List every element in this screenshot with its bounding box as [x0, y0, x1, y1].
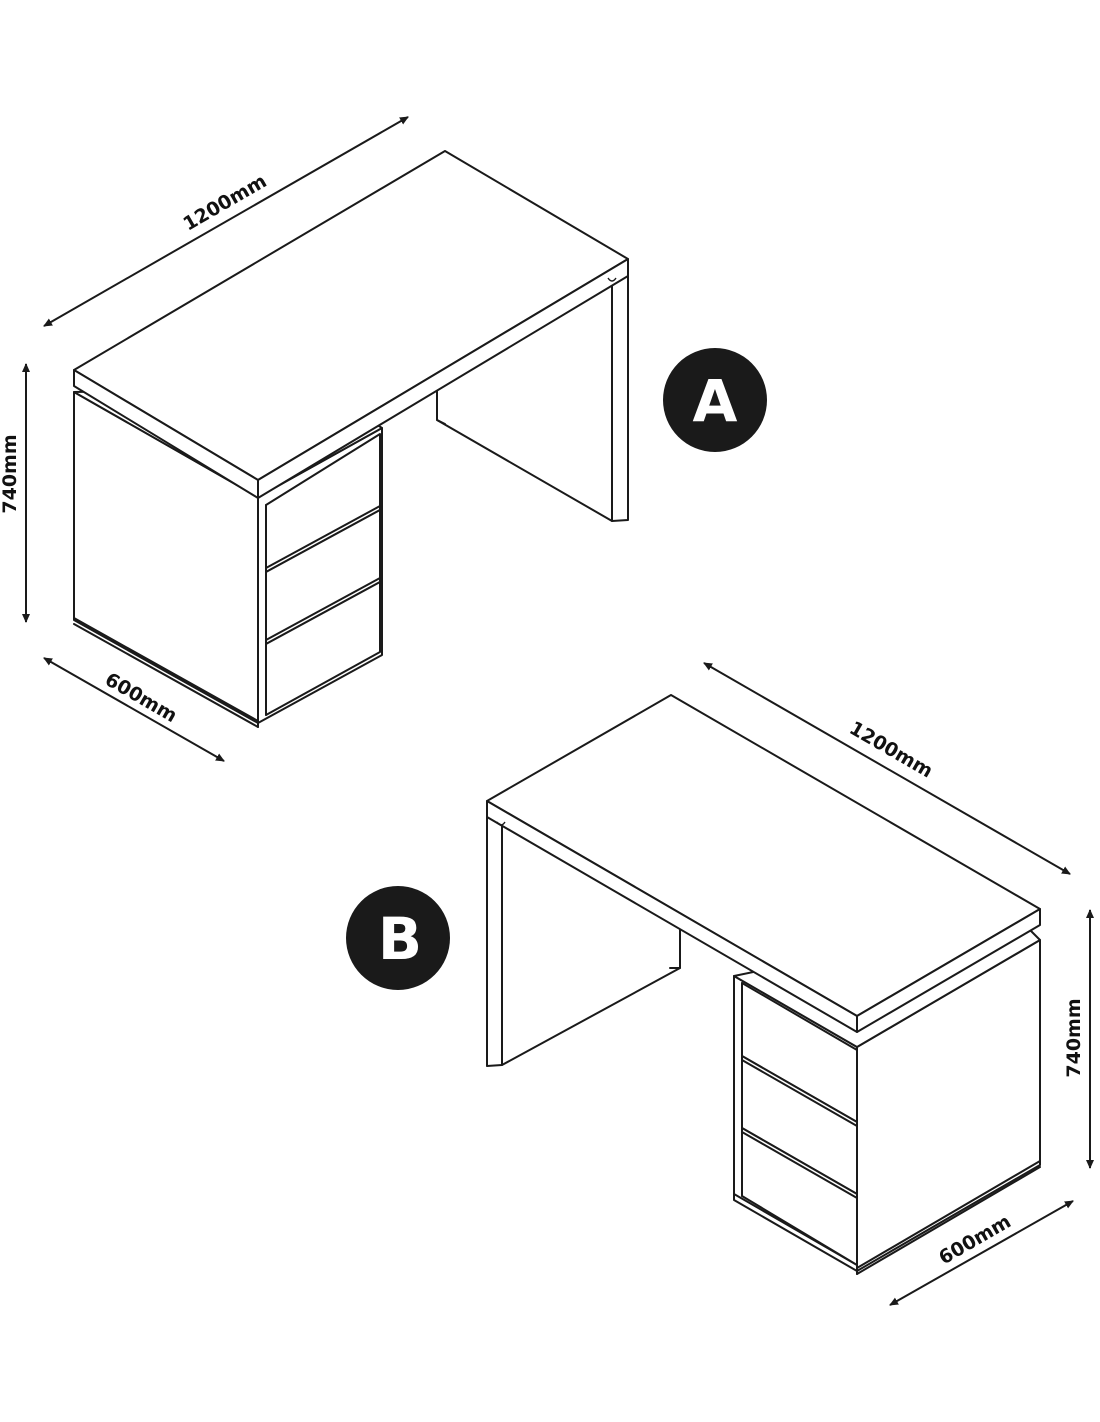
- desk-b-drawers: [741, 982, 858, 1266]
- badge-b-label: B: [378, 905, 422, 973]
- badge-a-label: A: [693, 367, 738, 435]
- desk-b: [486, 694, 1041, 1275]
- desk-b-height-label: 740mm: [1063, 998, 1085, 1077]
- desk-a-height-dimension: 740mm: [0, 363, 30, 623]
- badge-b: B: [346, 886, 450, 990]
- desk-a-height-label: 740mm: [0, 434, 21, 513]
- desk-a-drawers: [265, 433, 381, 716]
- badge-a: A: [663, 348, 767, 452]
- desk-b-width-label: 1200mm: [845, 717, 936, 782]
- desk-b-height-dimension: 740mm: [1063, 909, 1094, 1169]
- desk-b-pedestal: [733, 929, 1041, 1275]
- desk-a: [73, 150, 629, 728]
